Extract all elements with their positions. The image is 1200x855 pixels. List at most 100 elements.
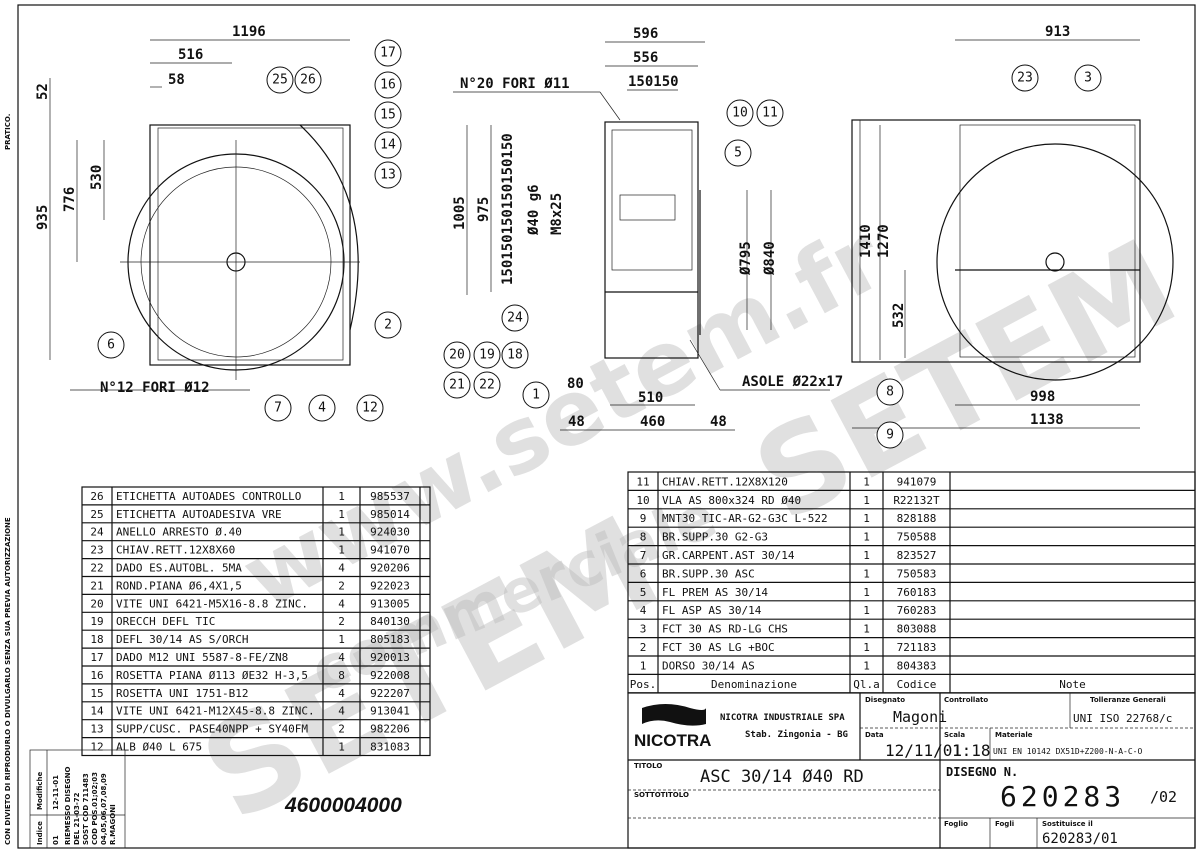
svg-text:ROSETTA PIANA Ø113 ØE32 H-3,5: ROSETTA PIANA Ø113 ØE32 H-3,5	[116, 669, 308, 682]
balloon-17: 17	[374, 39, 402, 67]
svg-text:4: 4	[640, 604, 647, 617]
svg-text:20: 20	[90, 597, 103, 610]
svg-text:48: 48	[710, 414, 727, 430]
svg-text:21: 21	[90, 579, 103, 592]
order-number: 4600004000	[284, 794, 402, 817]
svg-text:Fogli: Fogli	[995, 820, 1014, 828]
balloon-24: 24	[501, 304, 529, 332]
svg-text:510: 510	[638, 390, 663, 406]
svg-text:CHIAV.RETT.12X8X120: CHIAV.RETT.12X8X120	[662, 475, 788, 488]
svg-text:4: 4	[318, 401, 326, 416]
svg-text:48: 48	[568, 414, 585, 430]
balloon-7: 7	[264, 394, 292, 422]
svg-text:1: 1	[640, 659, 647, 672]
svg-text:3: 3	[1084, 71, 1092, 86]
svg-text:Scala: Scala	[944, 731, 965, 739]
svg-text:828188: 828188	[897, 512, 937, 525]
svg-text:N°12 FORI Ø12: N°12 FORI Ø12	[100, 380, 210, 396]
svg-text:52: 52	[35, 83, 51, 100]
svg-text:2: 2	[640, 641, 647, 654]
svg-text:Disegnato: Disegnato	[865, 696, 905, 704]
title-block: NICOTRA NICOTRA INDUSTRIALE SPA Stab. Zi…	[627, 692, 1196, 849]
svg-text:1196: 1196	[232, 24, 266, 40]
balloon-1: 1	[522, 381, 550, 409]
svg-text:10: 10	[732, 106, 748, 121]
svg-text:530: 530	[89, 165, 105, 190]
svg-text:ANELLO ARRESTO Ø.40: ANELLO ARRESTO Ø.40	[116, 526, 242, 539]
svg-text:1: 1	[338, 508, 345, 521]
svg-text:ASC 30/14 Ø40 RD: ASC 30/14 Ø40 RD	[700, 767, 864, 787]
svg-text:12-11-01: 12-11-01	[52, 775, 60, 810]
svg-text:M8x25: M8x25	[549, 193, 565, 235]
svg-text:VITE UNI 6421-M5X16-8.8 ZINC.: VITE UNI 6421-M5X16-8.8 ZINC.	[116, 597, 308, 610]
svg-text:DISEGNO N.: DISEGNO N.	[946, 765, 1018, 779]
svg-text:GR.CARPENT.AST 30/14: GR.CARPENT.AST 30/14	[662, 549, 795, 562]
balloon-21: 21	[443, 371, 471, 399]
svg-text:Data: Data	[865, 731, 884, 739]
svg-text:556: 556	[633, 50, 658, 66]
svg-text:2: 2	[338, 615, 345, 628]
svg-text:935: 935	[35, 205, 51, 230]
svg-text:R22132T: R22132T	[893, 494, 940, 507]
svg-text:17: 17	[380, 46, 396, 61]
svg-text:750583: 750583	[897, 567, 937, 580]
svg-text:1005: 1005	[452, 196, 468, 230]
svg-text:620283/01: 620283/01	[1042, 831, 1118, 847]
svg-text:17: 17	[90, 651, 103, 664]
svg-text:1: 1	[863, 604, 870, 617]
svg-text:750588: 750588	[897, 531, 937, 544]
balloon-22: 22	[473, 371, 501, 399]
svg-text:Ql.a: Ql.a	[853, 678, 880, 691]
svg-text:12: 12	[362, 401, 378, 416]
svg-text:UNI ISO 22768/c: UNI ISO 22768/c	[1073, 712, 1172, 725]
svg-text:8: 8	[338, 669, 345, 682]
svg-text:941079: 941079	[897, 475, 937, 488]
balloon-25: 25	[266, 66, 294, 94]
svg-text:913041: 913041	[370, 705, 410, 718]
svg-text:1: 1	[863, 494, 870, 507]
svg-text:1: 1	[863, 641, 870, 654]
svg-text:ASOLE Ø22x17: ASOLE Ø22x17	[742, 374, 843, 390]
svg-text:1: 1	[863, 659, 870, 672]
svg-text:1: 1	[863, 623, 870, 636]
svg-text:Magoni: Magoni	[893, 708, 947, 726]
svg-text:16: 16	[90, 669, 103, 682]
svg-text:NICOTRA INDUSTRIALE SPA: NICOTRA INDUSTRIALE SPA	[720, 713, 845, 723]
svg-text:N°20 FORI Ø11: N°20 FORI Ø11	[460, 76, 570, 92]
svg-text:12: 12	[90, 741, 103, 754]
svg-text:Note: Note	[1059, 678, 1086, 691]
svg-text:01: 01	[52, 835, 60, 845]
svg-text:Ø840: Ø840	[762, 241, 778, 276]
svg-text:4: 4	[338, 562, 345, 575]
svg-text:Materiale: Materiale	[995, 731, 1033, 739]
svg-text:2: 2	[338, 723, 345, 736]
svg-text:985537: 985537	[370, 490, 410, 503]
svg-text:SUPP/CUSC. PASE40NPP + SY40FM: SUPP/CUSC. PASE40NPP + SY40FM	[116, 723, 308, 736]
balloon-23: 23	[1011, 64, 1039, 92]
svg-text:1: 1	[338, 526, 345, 539]
svg-text:ALB Ø40 L 675: ALB Ø40 L 675	[116, 741, 202, 754]
svg-text:1: 1	[863, 549, 870, 562]
svg-text:922023: 922023	[370, 579, 410, 592]
svg-text:6: 6	[107, 338, 115, 353]
svg-text:3: 3	[640, 623, 647, 636]
svg-text:721183: 721183	[897, 641, 937, 654]
svg-text:DEFL 30/14 AS S/ORCH: DEFL 30/14 AS S/ORCH	[116, 633, 248, 646]
svg-text:913: 913	[1045, 24, 1070, 40]
svg-text:941070: 941070	[370, 544, 410, 557]
svg-text:SOTTOTITOLO: SOTTOTITOLO	[634, 791, 689, 799]
svg-text:823527: 823527	[897, 549, 937, 562]
